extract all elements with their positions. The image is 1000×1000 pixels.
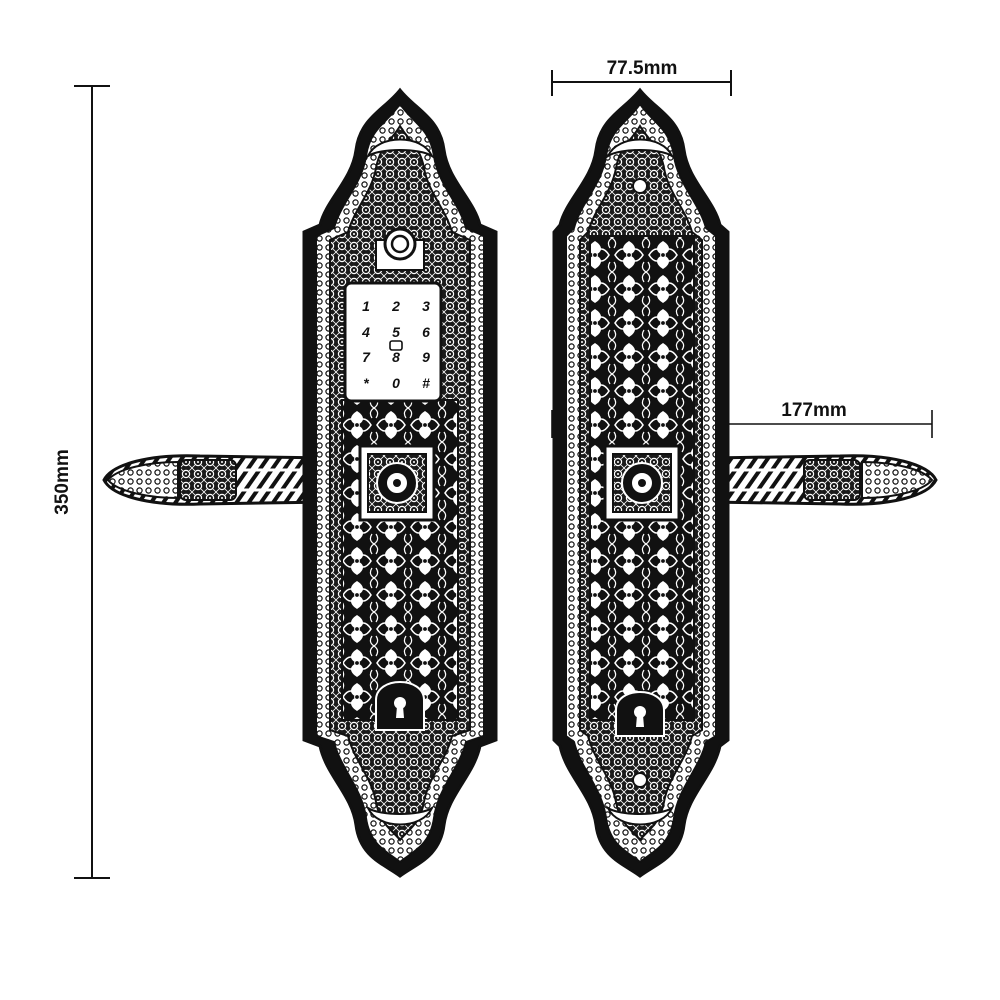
- keypad-key[interactable]: 2: [391, 298, 400, 314]
- fingerprint-sensor-icon[interactable]: [375, 227, 425, 271]
- handle-dimension-label: 177mm: [781, 400, 847, 421]
- keyhole-icon: [615, 691, 665, 737]
- back-lock-plate: [552, 87, 938, 878]
- keypad-key[interactable]: 7: [362, 349, 371, 365]
- keyhole-icon: [375, 681, 425, 731]
- lock-rosette-icon[interactable]: [358, 444, 436, 522]
- height-dimension: 350mm: [52, 85, 110, 879]
- keypad-key[interactable]: 1: [362, 298, 370, 314]
- keypad-key[interactable]: #: [422, 375, 430, 391]
- keypad-key[interactable]: 0: [392, 375, 400, 391]
- keypad[interactable]: 1 2 3 4 5 6 7 8 9 * 0 #: [343, 281, 443, 403]
- keypad-key[interactable]: 5: [392, 324, 400, 340]
- front-lock-plate: 1 2 3 4 5 6 7 8 9 * 0 #: [102, 87, 498, 878]
- thumb-turn-rosette-icon[interactable]: [603, 444, 681, 522]
- keypad-center-indicator: [389, 340, 403, 351]
- keypad-key[interactable]: 9: [422, 349, 430, 365]
- keypad-key[interactable]: 6: [422, 324, 430, 340]
- keypad-key[interactable]: 4: [361, 324, 370, 340]
- keypad-key[interactable]: 3: [422, 298, 430, 314]
- height-dimension-label: 350mm: [52, 449, 73, 515]
- width-dimension-label: 77.5mm: [607, 58, 678, 79]
- front-lever-handle: [102, 454, 332, 506]
- back-lever-handle: [708, 454, 938, 506]
- keypad-key[interactable]: *: [363, 375, 369, 391]
- width-dimension: 77.5mm: [551, 58, 732, 96]
- keypad-key[interactable]: 8: [392, 349, 400, 365]
